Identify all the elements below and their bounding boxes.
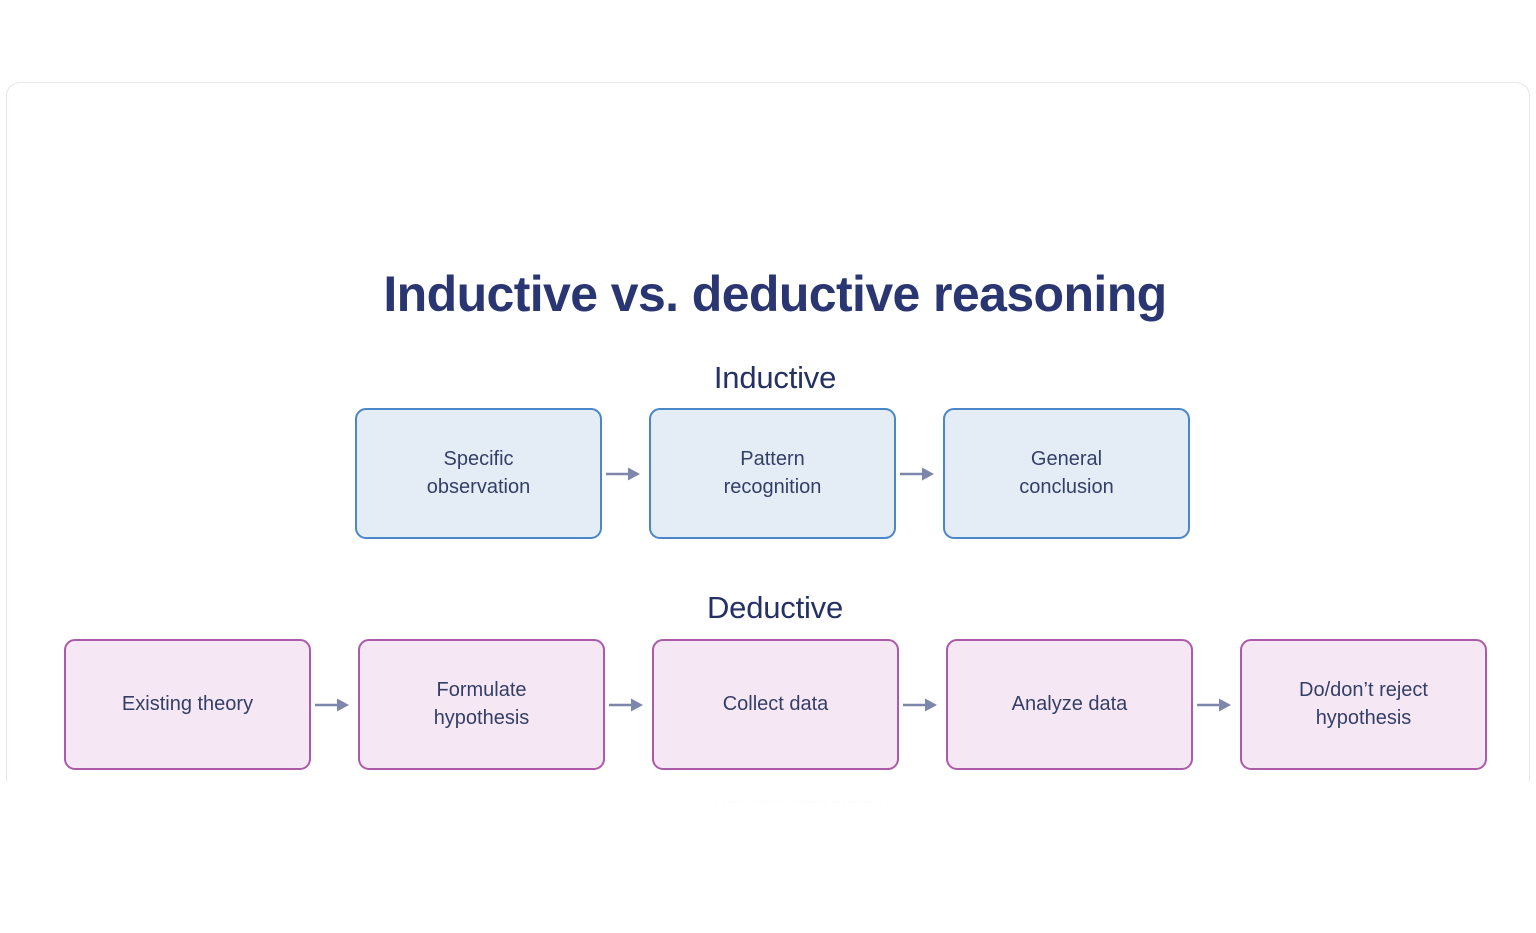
arrow-right-icon — [899, 695, 946, 715]
arrow-right-icon — [896, 464, 943, 484]
arrow-right-icon — [605, 695, 652, 715]
arrow-right-icon — [311, 695, 358, 715]
flow-step-existing-theory[interactable]: Existing theory — [64, 639, 311, 770]
flow-step-collect-data[interactable]: Collect data — [652, 639, 899, 770]
flow-step-pattern-recognition[interactable]: Pattern recognition — [649, 408, 896, 539]
flow-row-inductive: Specific observation Pattern recognition… — [355, 408, 1191, 539]
arrow-right-icon — [602, 464, 649, 484]
flow-step-general-conclusion[interactable]: General conclusion — [943, 408, 1190, 539]
watermark-text: · · ·· · ··· ·· · · ··· ····· · ·· · ···… — [714, 796, 890, 808]
page-title: Inductive vs. deductive reasoning — [383, 265, 1167, 322]
flow-step-reject-hypothesis[interactable]: Do/don’t reject hypothesis — [1240, 639, 1487, 770]
flow-step-specific-observation[interactable]: Specific observation — [355, 408, 602, 539]
diagram-card: Inductive vs. deductive reasoning Induct… — [6, 82, 1530, 808]
section-heading-deductive: Deductive — [706, 590, 844, 625]
flow-step-analyze-data[interactable]: Analyze data — [946, 639, 1193, 770]
arrow-right-icon — [1193, 695, 1240, 715]
flow-step-formulate-hypothesis[interactable]: Formulate hypothesis — [358, 639, 605, 770]
flow-row-deductive: Existing theory Formulate hypothesis Col… — [64, 639, 1487, 770]
section-heading-inductive: Inductive — [713, 360, 837, 395]
